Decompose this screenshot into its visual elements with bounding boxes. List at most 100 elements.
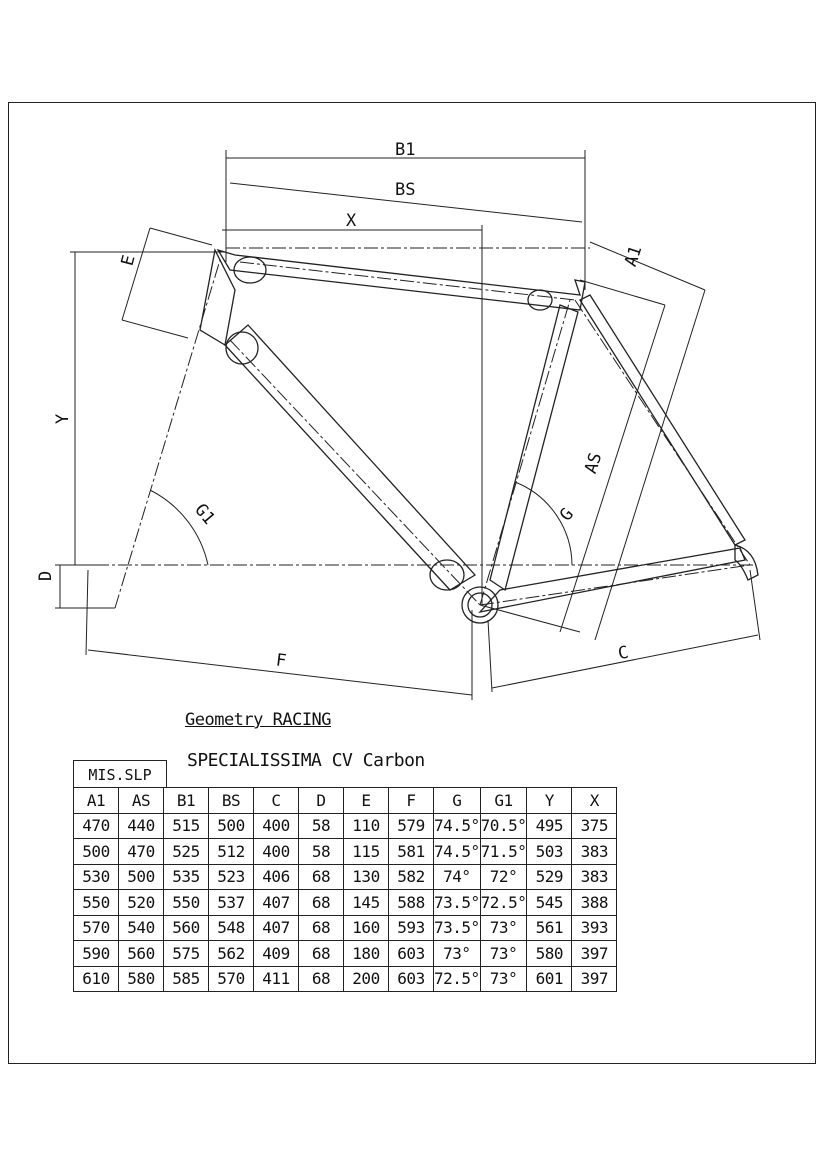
table-cell: 550 — [163, 889, 209, 916]
label-y: Y — [53, 414, 73, 424]
table-cell: 470 — [73, 812, 119, 839]
dimension-lines — [55, 150, 761, 700]
table-cell: 375 — [571, 812, 618, 839]
column-header: G — [433, 787, 481, 814]
table-cell: 603 — [388, 940, 434, 967]
table-cell: 74.5° — [433, 812, 481, 839]
table-cell: 588 — [388, 889, 434, 916]
label-as: AS — [581, 450, 606, 476]
label-bs: BS — [395, 180, 415, 200]
table-cell: 560 — [163, 914, 209, 941]
table-cell: 610 — [73, 965, 119, 992]
table-cell: 73.5° — [433, 914, 481, 941]
label-x: X — [346, 211, 357, 231]
column-header: Y — [526, 787, 573, 814]
table-cell: 580 — [118, 965, 164, 992]
column-header: BS — [208, 787, 254, 814]
table-cell: 545 — [526, 889, 573, 916]
column-header: A1 — [73, 787, 119, 814]
table-cell: 550 — [73, 889, 119, 916]
table-cell: 73° — [479, 940, 528, 967]
table-cell: 130 — [343, 863, 389, 890]
column-header: G1 — [479, 787, 528, 814]
table-cell: 500 — [118, 863, 164, 890]
table-cell: 495 — [526, 812, 573, 839]
table-cell: 540 — [118, 914, 164, 941]
table-cell: 68 — [298, 914, 344, 941]
table-cell: 68 — [298, 889, 344, 916]
label-d: D — [36, 571, 56, 581]
table-cell: 575 — [163, 940, 209, 967]
table-cell: 579 — [388, 812, 434, 839]
table-cell: 400 — [253, 838, 299, 865]
table-cell: 603 — [388, 965, 434, 992]
table-cell: 73.5° — [433, 889, 481, 916]
drawing-border — [8, 102, 816, 1064]
table-cell: 72° — [479, 863, 528, 890]
table-cell: 500 — [73, 838, 119, 865]
table-cell: 500 — [208, 812, 254, 839]
table-cell: 68 — [298, 965, 344, 992]
table-cell: 411 — [253, 965, 299, 992]
table-cell: 72.5° — [433, 965, 481, 992]
table-cell: 110 — [343, 812, 389, 839]
g-angle-arc — [514, 481, 573, 566]
table-cell: 593 — [388, 914, 434, 941]
table-cell: 71.5° — [479, 838, 528, 865]
table-cell: 68 — [298, 940, 344, 967]
bike-frame — [199, 247, 759, 624]
table-cell: 393 — [571, 914, 618, 941]
column-header: AS — [118, 787, 164, 814]
table-cell: 562 — [208, 940, 254, 967]
label-g: G — [556, 504, 578, 525]
table-cell: 470 — [118, 838, 164, 865]
column-header: C — [253, 787, 299, 814]
table-cell: 74.5° — [433, 838, 481, 865]
table-cell: 440 — [118, 812, 164, 839]
table-cell: 406 — [253, 863, 299, 890]
label-c: C — [616, 643, 630, 665]
column-header: E — [343, 787, 389, 814]
table-cell: 397 — [571, 940, 618, 967]
table-cell: 535 — [163, 863, 209, 890]
table-cell: 601 — [526, 965, 573, 992]
table-cell: 72.5° — [479, 889, 528, 916]
table-cell: 397 — [571, 965, 618, 992]
table-cell: 388 — [571, 889, 618, 916]
table-cell: 200 — [343, 965, 389, 992]
label-b1: B1 — [395, 140, 415, 160]
table-cell: 145 — [343, 889, 389, 916]
table-cell: 383 — [571, 863, 618, 890]
column-header: B1 — [163, 787, 209, 814]
table-cell: 548 — [208, 914, 254, 941]
table-cell: 590 — [73, 940, 119, 967]
table-cell: 585 — [163, 965, 209, 992]
table-cell: 515 — [163, 812, 209, 839]
column-header: X — [571, 787, 618, 814]
table-cell: 407 — [253, 889, 299, 916]
g1-angle-arc — [149, 489, 209, 566]
table-cell: 160 — [343, 914, 389, 941]
table-cell: 530 — [73, 863, 119, 890]
table-cell: 70.5° — [479, 812, 528, 839]
table-cell: 73° — [479, 914, 528, 941]
size-label-cell: MIS.SLP — [73, 760, 167, 788]
table-cell: 115 — [343, 838, 389, 865]
table-cell: 560 — [118, 940, 164, 967]
table-cell: 409 — [253, 940, 299, 967]
table-cell: 58 — [298, 838, 344, 865]
label-f: F — [275, 650, 288, 671]
table-cell: 570 — [208, 965, 254, 992]
column-header: D — [298, 787, 344, 814]
label-e: E — [118, 253, 140, 268]
table-cell: 570 — [73, 914, 119, 941]
